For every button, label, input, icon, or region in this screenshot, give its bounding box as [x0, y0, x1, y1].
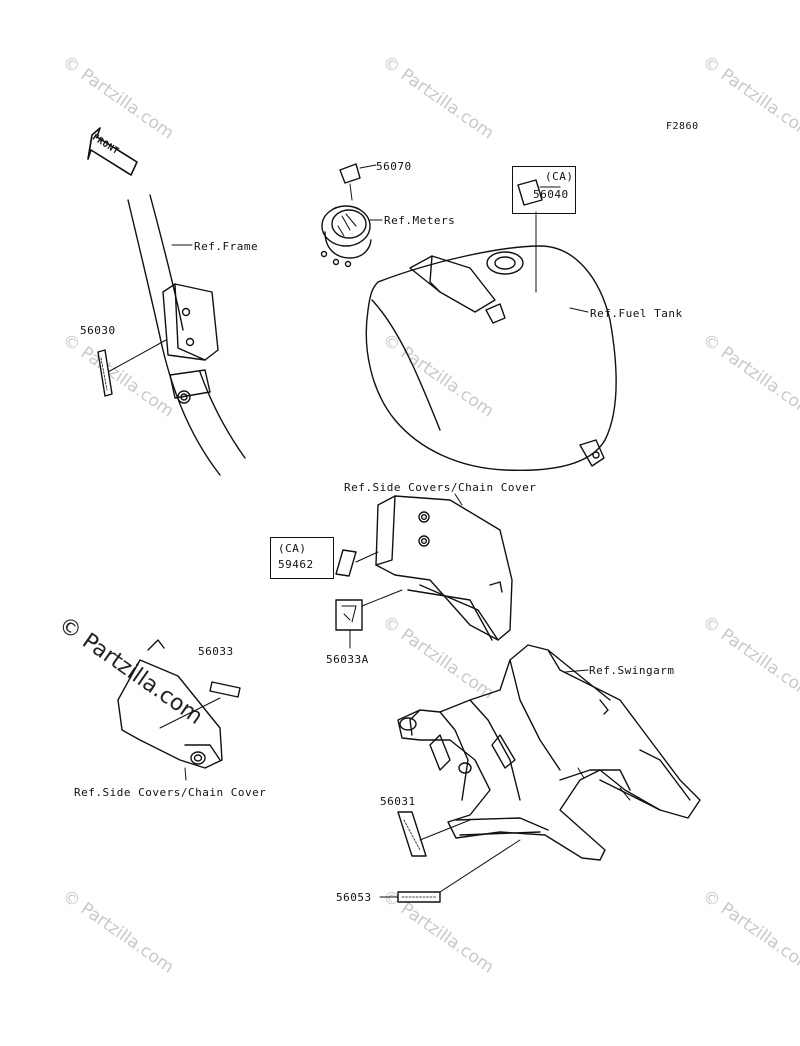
part-56030-label: 56030	[80, 324, 116, 337]
ref-side-covers-left-label: Ref.Side Covers/Chain Cover	[74, 786, 267, 799]
figure-code: F2860	[666, 121, 699, 132]
part-56053-label: 56053	[336, 891, 372, 904]
ca-box-59462	[270, 537, 334, 579]
ref-side-covers-top-label: Ref.Side Covers/Chain Cover	[344, 481, 537, 494]
part-56031-label: 56031	[380, 795, 416, 808]
left-cover-drawing	[117, 639, 241, 781]
part-56070-label: 56070	[376, 160, 412, 173]
ref-frame-label: Ref.Frame	[194, 240, 259, 253]
part-56040-label: 56040	[533, 188, 569, 201]
ref-meters-label: Ref.Meters	[384, 214, 456, 227]
meter-drawing	[320, 163, 383, 268]
ref-fuel-tank-label: Ref.Fuel Tank	[590, 307, 683, 320]
front-arrow-icon	[87, 127, 138, 176]
swingarm-drawing	[379, 644, 701, 903]
ca-box-56040	[512, 166, 576, 214]
fuel-tank-drawing	[365, 179, 617, 472]
part-56033-label: 56033	[198, 645, 234, 658]
side-cover-drawing	[335, 493, 513, 649]
ca-label-59462: (CA)	[278, 542, 307, 555]
part-59462-label: 59462	[278, 558, 314, 571]
ref-swingarm-label: Ref.Swingarm	[589, 664, 675, 677]
part-56033a-label: 56033A	[326, 653, 369, 666]
ca-label-56040: (CA)	[545, 170, 574, 183]
frame-drawing	[97, 194, 246, 476]
